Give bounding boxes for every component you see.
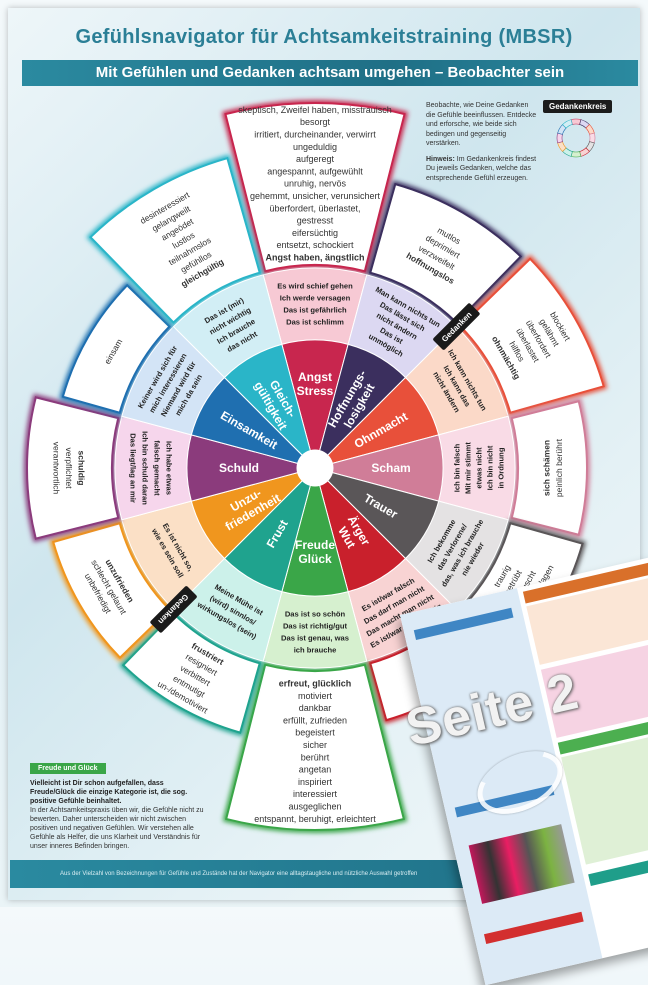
feeling-box-frust[interactable] xyxy=(121,612,261,734)
feeling-box-angst[interactable] xyxy=(224,101,406,273)
feeling-list-angst-line: überfordert, überlastet, xyxy=(269,203,360,213)
mini-wheel-segment xyxy=(562,119,573,129)
page-title: Gefühlsnavigator für Achtsamkeitstrainin… xyxy=(75,26,573,48)
feeling-list-freude-line: inspiriert xyxy=(298,777,333,787)
thought-text-freude-line: Das ist richtig/gut xyxy=(283,622,348,631)
feeling-list-freude-line: ausgeglichen xyxy=(288,802,341,812)
thought-text-angst-line: Es wird schief gehen xyxy=(277,282,353,291)
feeling-list-freude-line: entspannt, beruhigt, erleichtert xyxy=(254,814,376,824)
hint-text: Im Gedankenkreis findest Du jeweils Geda… xyxy=(426,155,537,182)
hint-paragraph: Hinweis: Im Gedankenkreis findest Du jew… xyxy=(426,155,538,184)
wheel-center xyxy=(297,450,333,486)
emotion-label-freude-line: Freude xyxy=(295,538,335,552)
feeling-list-angst-line: gehemmt, unsicher, verunsichert xyxy=(250,191,381,201)
feeling-list-freude-line: interessiert xyxy=(293,789,338,799)
feeling-list-freude-line: sicher xyxy=(303,740,327,750)
thought-text-scham-line: Ich bin nicht xyxy=(486,445,495,490)
emotion-label-angst-line: Angst xyxy=(298,370,332,384)
emotion-label-schuld: Schuld xyxy=(219,461,259,475)
feeling-list-angst-line: unruhig, nervös xyxy=(284,179,347,189)
feeling-list-freude-line: angetan xyxy=(299,765,332,775)
info-paragraph: Beobachte, wie Deine Gedanken die Gefühl… xyxy=(426,102,537,147)
mini-wheel-icon xyxy=(556,118,596,158)
emotion-label-freude-line: Glück xyxy=(298,552,332,566)
thought-text-angst-line: Das ist schlimm xyxy=(286,318,344,327)
thought-text-angst-line: Das ist gefährlich xyxy=(283,306,347,315)
thought-text-angst-line: Ich werde versagen xyxy=(280,294,351,303)
gedankenkreis-badge: Gedankenkreis xyxy=(543,100,613,113)
feeling-list-freude-line: erfüllt, zufrieden xyxy=(283,715,347,725)
emotion-label-angst-line: Stress xyxy=(297,384,334,398)
feeling-list-angst-line: ungeduldig xyxy=(293,142,337,152)
feeling-list-angst-line: entsetzt, schockiert xyxy=(276,240,354,250)
feeling-list-schuld-line: verantwortlich xyxy=(52,442,62,495)
feeling-list-angst-line: aufgeregt xyxy=(296,154,335,164)
thought-text-schuld-line: Ich bin schuld daran xyxy=(140,431,149,505)
emotion-wedge-gleichgueltigkeit[interactable] xyxy=(223,343,311,456)
freude-info-box: Freude und Glück Vielleicht ist Dir scho… xyxy=(30,757,210,851)
thought-text-scham-line: Ich bin falsch xyxy=(453,443,462,492)
feeling-box-hoffnungslosigkeit[interactable] xyxy=(369,182,523,324)
thought-text-scham-line: in Ordnung xyxy=(497,447,506,488)
feeling-box-scham[interactable] xyxy=(510,400,588,536)
subtitle-bar: Mit Gefühlen und Gedanken achtsam umgehe… xyxy=(22,60,638,86)
thought-text-freude-line: ich brauche xyxy=(294,646,337,655)
thought-text-schuld-line: falsch gemacht xyxy=(152,440,161,496)
feeling-box-ohnmacht[interactable] xyxy=(459,257,605,414)
thought-text-scham-line: etwas nicht xyxy=(475,447,484,489)
freude-body-text: In der Achtsamkeitspraxis üben wir, die … xyxy=(30,807,204,850)
feeling-list-schuld-line: schuldig xyxy=(77,451,87,486)
hint-label: Hinweis: xyxy=(426,155,455,163)
info-text: Beobachte, wie Deine Gedanken die Gefühl… xyxy=(426,101,538,189)
thought-text-freude-line: Das ist so schön xyxy=(285,610,346,619)
emotion-label-scham: Scham xyxy=(371,461,410,475)
thought-text-schuld-line: Ich habe etwas xyxy=(164,441,173,495)
feeling-list-scham-line: peinlich berührt xyxy=(554,438,564,497)
feeling-list-angst-line: skeptisch, Zweifel haben, misstrauisch xyxy=(238,105,392,115)
feeling-box-einsamkeit[interactable] xyxy=(61,283,171,414)
feeling-list-angst-line: Angst haben, ängstlich xyxy=(265,252,364,262)
feeling-box-freude[interactable] xyxy=(224,663,406,831)
feeling-list-freude: erfreut, glücklich motiviert dankbar erfüll… xyxy=(254,679,376,824)
freude-badge: Freude und Glück xyxy=(30,763,106,774)
freude-bold-text: Vielleicht ist Dir schon aufgefallen, da… xyxy=(30,780,188,805)
feeling-list-angst-line: irritiert, durcheinander, verwirrt xyxy=(254,129,376,139)
feeling-list-freude-line: begeistert xyxy=(295,728,335,738)
feeling-box-schuld[interactable] xyxy=(26,396,120,540)
thought-text-schuld-line: Das liegt/lag an mir xyxy=(128,433,137,503)
feelings-wheel: skeptisch, Zweifel haben, misstrauisch be… xyxy=(24,100,608,833)
feeling-list-freude-line: motiviert xyxy=(298,691,333,701)
feeling-list-angst-line: gestresst xyxy=(297,216,334,226)
feeling-list-scham-line: sich schämen xyxy=(542,440,552,496)
feeling-list-freude-line: erfreut, glücklich xyxy=(279,679,352,689)
feeling-box-gleichgueltigkeit[interactable] xyxy=(89,156,261,324)
thought-text-freude-line: Das ist genau, was xyxy=(281,634,349,643)
emotion-label-schuld-line: Schuld xyxy=(219,461,259,475)
feeling-box-unzufriedenheit[interactable] xyxy=(52,522,171,660)
feeling-list-angst-line: eifersüchtig xyxy=(292,228,338,238)
thought-text-scham-line: Mit mir stimmt xyxy=(464,442,473,494)
feeling-list-angst-line: angespannt, aufgewühlt xyxy=(267,166,363,176)
feeling-list-freude-line: dankbar xyxy=(299,703,332,713)
feeling-list-angst-line: besorgt xyxy=(300,117,331,127)
feeling-list-freude-line: berührt xyxy=(301,752,330,762)
feeling-list-angst: skeptisch, Zweifel haben, misstrauisch be… xyxy=(238,105,392,263)
emotion-label-scham-line: Scham xyxy=(371,461,410,475)
feeling-list-schuld-line: verpflichtet xyxy=(64,447,74,489)
